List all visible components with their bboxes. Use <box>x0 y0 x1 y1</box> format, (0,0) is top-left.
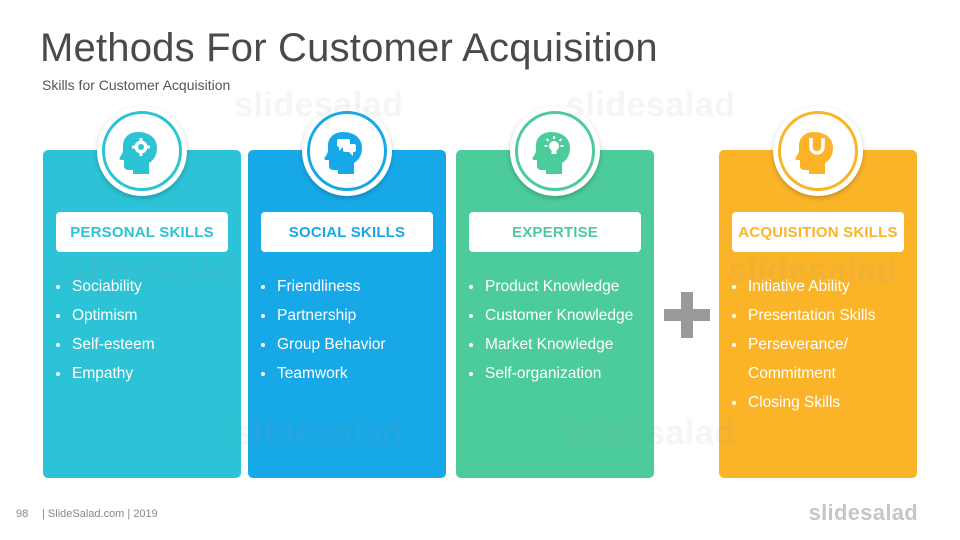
list-item: Friendliness <box>260 272 438 301</box>
card-acquisition-skills: ACQUISITION SKILLS Initiative Ability Pr… <box>719 150 917 478</box>
list-item: Market Knowledge <box>468 330 646 359</box>
page-subtitle: Skills for Customer Acquisition <box>42 77 231 93</box>
footer-logo: slidesalad <box>808 500 918 525</box>
card-list: Sociability Optimism Self-esteem Empathy <box>55 272 233 388</box>
footer-text: | SlideSalad.com | 2019 <box>42 508 158 520</box>
card-list: Initiative Ability Presentation Skills P… <box>731 272 909 417</box>
list-item: Partnership <box>260 301 438 330</box>
head-gear-icon <box>97 106 187 196</box>
list-item: Teamwork <box>260 359 438 388</box>
card-heading: EXPERTISE <box>469 212 641 252</box>
list-item: Product Knowledge <box>468 272 646 301</box>
card-list: Product Knowledge Customer Knowledge Mar… <box>468 272 646 388</box>
plus-icon <box>664 292 710 338</box>
card-heading: SOCIAL SKILLS <box>261 212 433 252</box>
page-title: Methods For Customer Acquisition <box>40 26 658 70</box>
head-chat-bubbles-icon <box>302 106 392 196</box>
card-social-skills: SOCIAL SKILLS Friendliness Partnership G… <box>248 150 446 478</box>
list-item: Presentation Skills <box>731 301 909 330</box>
card-personal-skills: PERSONAL SKILLS Sociability Optimism Sel… <box>43 150 241 478</box>
list-item: Optimism <box>55 301 233 330</box>
list-item: Sociability <box>55 272 233 301</box>
head-magnet-icon <box>773 106 863 196</box>
list-item: Empathy <box>55 359 233 388</box>
list-item: Closing Skills <box>731 388 909 417</box>
list-item: Customer Knowledge <box>468 301 646 330</box>
card-heading: ACQUISITION SKILLS <box>732 212 904 252</box>
card-heading: PERSONAL SKILLS <box>56 212 228 252</box>
card-list: Friendliness Partnership Group Behavior … <box>260 272 438 388</box>
list-item: Self-esteem <box>55 330 233 359</box>
list-item: Group Behavior <box>260 330 438 359</box>
list-item: Perseverance/ Commitment <box>731 330 909 388</box>
page-number: 98 <box>16 508 29 520</box>
list-item: Self-organization <box>468 359 646 388</box>
card-expertise: EXPERTISE Product Knowledge Customer Kno… <box>456 150 654 478</box>
head-lightbulb-icon <box>510 106 600 196</box>
watermark: slidesalad <box>566 86 736 124</box>
list-item: Initiative Ability <box>731 272 909 301</box>
